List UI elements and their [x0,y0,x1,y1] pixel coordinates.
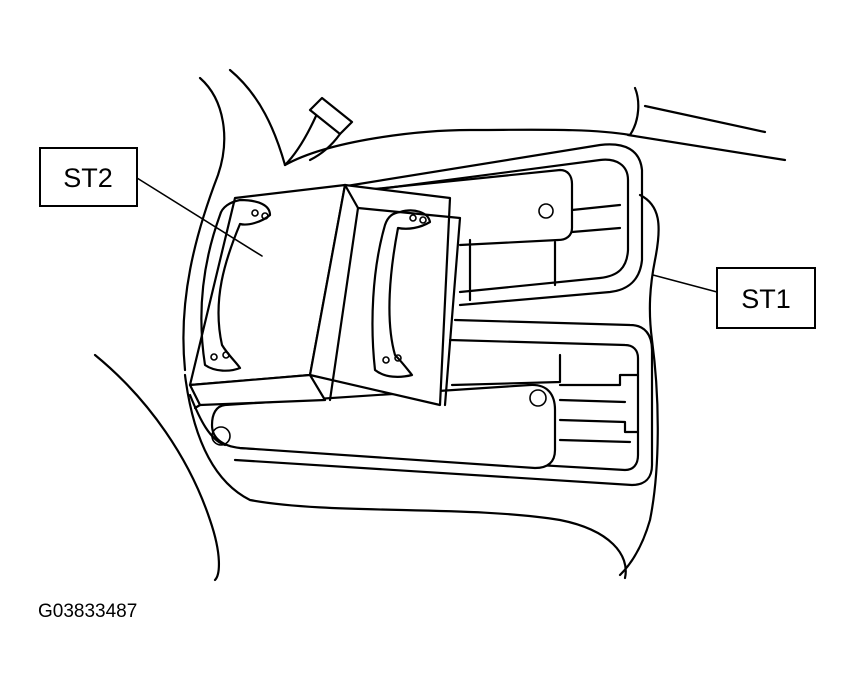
vehicle-interior-outline [93,68,787,582]
st2-label-box [39,147,138,207]
st1-tool-plate [188,383,557,470]
st1-label: ST1 [741,284,791,314]
st1-label-box [716,267,816,329]
st2-label: ST2 [63,163,113,193]
st1-callout: ST1 [652,267,816,329]
st2-callout: ST2 [39,147,263,257]
st2-box-tool [188,183,462,410]
st1-leader-line [652,274,718,293]
st2-leader-line [136,177,263,257]
parking-lever [283,96,354,167]
figure-id: G03833487 [38,601,137,622]
console-tray [233,143,660,577]
